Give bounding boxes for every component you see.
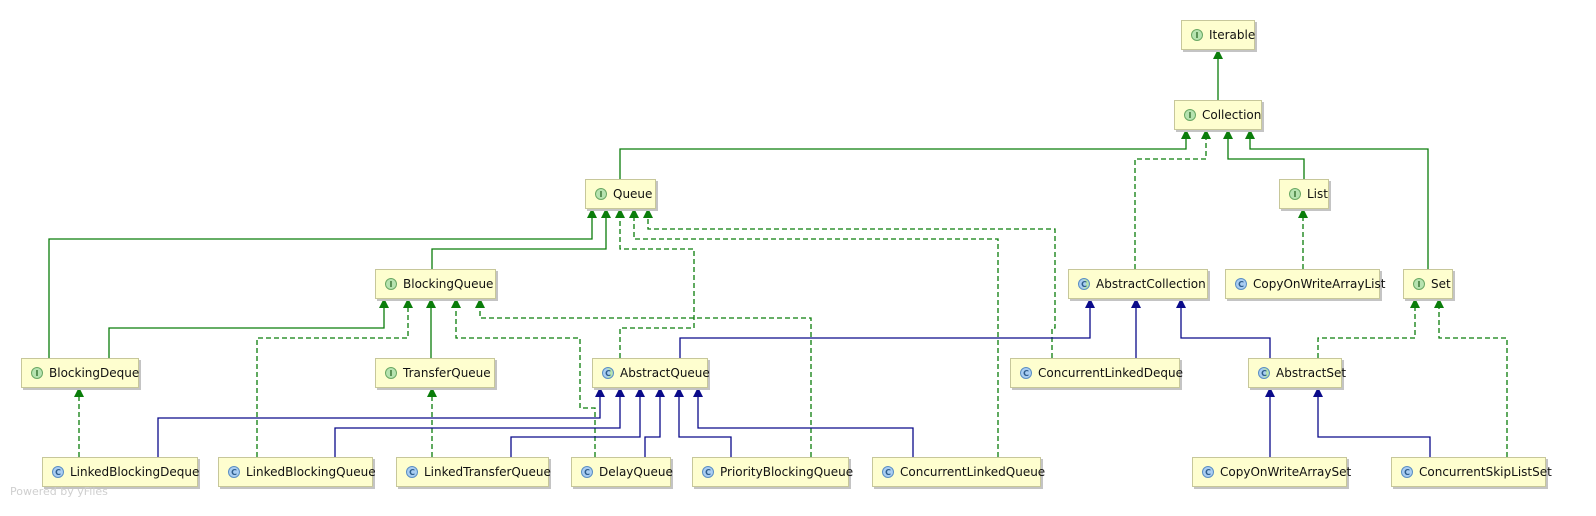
interface-icon: I xyxy=(1184,109,1196,121)
edge-list-to-collection xyxy=(1223,129,1305,179)
node-concurrent-linked-deque[interactable]: C ConcurrentLinkedDeque xyxy=(1010,358,1183,388)
interface-icon: I xyxy=(595,188,607,200)
class-icon: C xyxy=(52,466,64,478)
class-icon: C xyxy=(1401,466,1413,478)
edge-abstract-set-to-abstract-collection xyxy=(1176,298,1271,358)
node-list[interactable]: I List xyxy=(1279,179,1329,209)
edge-priority-blocking-queue-to-abstract-queue xyxy=(674,387,732,457)
node-label: LinkedBlockingDeque xyxy=(70,465,200,479)
edge-concurrent-linked-queue-to-queue xyxy=(629,208,999,457)
edge-linked-blocking-queue-to-blocking-queue xyxy=(256,298,413,457)
watermark: Powered by yFiles xyxy=(10,485,108,498)
node-linked-blocking-deque[interactable]: C LinkedBlockingDeque xyxy=(42,457,200,487)
node-concurrent-skip-list-set[interactable]: C ConcurrentSkipListSet xyxy=(1391,457,1552,487)
class-icon: C xyxy=(406,466,418,478)
node-label: CopyOnWriteArrayList xyxy=(1253,277,1386,291)
node-label: ConcurrentLinkedQueue xyxy=(900,465,1046,479)
node-label: BlockingDeque xyxy=(49,366,140,380)
node-label: Set xyxy=(1431,277,1451,291)
edge-priority-blocking-queue-to-blocking-queue xyxy=(475,298,812,457)
node-collection[interactable]: I Collection xyxy=(1174,100,1262,130)
node-label: Collection xyxy=(1202,108,1262,122)
edge-abstract-set-to-set xyxy=(1317,298,1420,358)
node-priority-blocking-queue[interactable]: C PriorityBlockingQueue xyxy=(692,457,853,487)
edge-blocking-deque-to-queue xyxy=(48,208,597,358)
edge-concurrent-linked-queue-to-abstract-queue xyxy=(693,387,914,457)
node-concurrent-linked-queue[interactable]: C ConcurrentLinkedQueue xyxy=(872,457,1045,487)
node-label: CopyOnWriteArraySet xyxy=(1220,465,1352,479)
class-icon: C xyxy=(882,466,894,478)
node-blocking-deque[interactable]: I BlockingDeque xyxy=(21,358,139,388)
edge-abstract-queue-to-queue xyxy=(615,208,695,358)
edge-delay-queue-to-blocking-queue xyxy=(451,298,596,457)
abstract-class-icon: C xyxy=(1078,278,1090,290)
node-label: Iterable xyxy=(1209,28,1256,42)
interface-icon: I xyxy=(385,367,397,379)
class-icon: C xyxy=(228,466,240,478)
node-queue[interactable]: I Queue xyxy=(585,179,656,209)
edge-concurrent-linked-deque-to-queue xyxy=(643,208,1056,358)
node-label: List xyxy=(1307,187,1328,201)
edge-queue-to-collection xyxy=(619,129,1191,179)
interface-icon: I xyxy=(1413,278,1425,290)
class-icon: C xyxy=(702,466,714,478)
node-blocking-queue[interactable]: I BlockingQueue xyxy=(375,269,496,299)
node-set[interactable]: I Set xyxy=(1403,269,1453,299)
node-label: PriorityBlockingQueue xyxy=(720,465,854,479)
node-label: AbstractSet xyxy=(1276,366,1347,380)
node-label: DelayQueue xyxy=(599,465,673,479)
class-icon: C xyxy=(1020,367,1032,379)
node-linked-blocking-queue[interactable]: C LinkedBlockingQueue xyxy=(218,457,376,487)
node-iterable[interactable]: I Iterable xyxy=(1181,20,1255,50)
node-label: LinkedBlockingQueue xyxy=(246,465,376,479)
node-label: ConcurrentLinkedDeque xyxy=(1038,366,1183,380)
node-linked-transfer-queue[interactable]: C LinkedTransferQueue xyxy=(396,457,551,487)
edge-blocking-deque-to-blocking-queue xyxy=(108,298,389,358)
interface-icon: I xyxy=(385,278,397,290)
node-label: AbstractQueue xyxy=(620,366,710,380)
interface-icon: I xyxy=(1289,188,1301,200)
interface-icon: I xyxy=(1191,29,1203,41)
edge-blocking-queue-to-queue xyxy=(431,208,611,269)
node-abstract-collection[interactable]: C AbstractCollection xyxy=(1068,269,1208,299)
edge-linked-blocking-deque-to-abstract-queue xyxy=(157,387,605,457)
node-label: AbstractCollection xyxy=(1096,277,1206,291)
node-label: LinkedTransferQueue xyxy=(424,465,551,479)
node-label: ConcurrentSkipListSet xyxy=(1419,465,1552,479)
class-icon: C xyxy=(1235,278,1247,290)
class-icon: C xyxy=(1202,466,1214,478)
edge-linked-blocking-queue-to-abstract-queue xyxy=(334,387,625,457)
node-label: BlockingQueue xyxy=(403,277,494,291)
class-icon: C xyxy=(581,466,593,478)
node-copy-on-write-set[interactable]: C CopyOnWriteArraySet xyxy=(1192,457,1351,487)
edge-concurrent-skip-list-set-to-abstract-set xyxy=(1313,387,1431,457)
edge-set-to-collection xyxy=(1245,129,1429,269)
edge-abstract-queue-to-abstract-collection xyxy=(679,298,1095,358)
edge-delay-queue-to-abstract-queue xyxy=(644,387,665,457)
edge-linked-transfer-queue-to-abstract-queue xyxy=(510,387,645,457)
node-abstract-set[interactable]: C AbstractSet xyxy=(1248,358,1346,388)
node-label: Queue xyxy=(613,187,653,201)
node-transfer-queue[interactable]: I TransferQueue xyxy=(375,358,495,388)
edge-concurrent-skip-list-set-to-set xyxy=(1434,298,1508,457)
node-copy-on-write-list[interactable]: C CopyOnWriteArrayList xyxy=(1225,269,1385,299)
node-abstract-queue[interactable]: C AbstractQueue xyxy=(592,358,710,388)
abstract-class-icon: C xyxy=(1258,367,1270,379)
abstract-class-icon: C xyxy=(602,367,614,379)
edge-abstract-collection-to-collection xyxy=(1134,129,1211,269)
node-label: TransferQueue xyxy=(403,366,491,380)
interface-icon: I xyxy=(31,367,43,379)
node-delay-queue[interactable]: C DelayQueue xyxy=(571,457,673,487)
